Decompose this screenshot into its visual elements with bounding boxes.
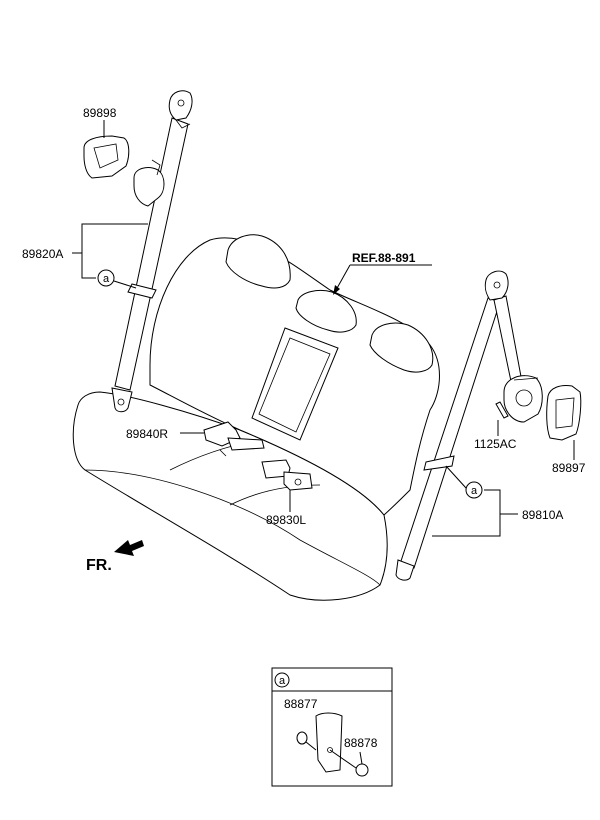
leader-lines <box>72 120 575 537</box>
callout-a-left-letter: a <box>103 273 110 285</box>
label-89897: 89897 <box>552 461 586 475</box>
label-1125ac: 1125AC <box>474 437 517 451</box>
label-ref-88-891: REF.88-891 <box>352 251 416 265</box>
label-89820a: 89820A <box>22 247 63 261</box>
detail-box-a: a 88877 88878 <box>271 667 393 787</box>
seat-back <box>149 234 440 516</box>
front-direction-arrow-icon <box>114 540 144 556</box>
callout-a-left: a <box>97 269 115 287</box>
buckle-89830l <box>261 459 313 491</box>
callout-a-right: a <box>465 481 483 499</box>
label-89840r: 89840R <box>126 427 168 441</box>
label-fr: FR. <box>86 557 112 574</box>
left-seat-belt-assembly <box>83 90 193 413</box>
label-88878: 88878 <box>344 736 378 750</box>
callout-a-right-letter: a <box>471 485 478 497</box>
label-89830l: 89830L <box>266 513 306 527</box>
seat-cushion <box>72 391 388 601</box>
label-88877: 88877 <box>284 697 318 711</box>
label-89810a: 89810A <box>522 508 563 522</box>
buckle-89840r <box>203 421 265 457</box>
detail-box-a-letter: a <box>279 675 286 687</box>
label-89898: 89898 <box>83 106 117 120</box>
